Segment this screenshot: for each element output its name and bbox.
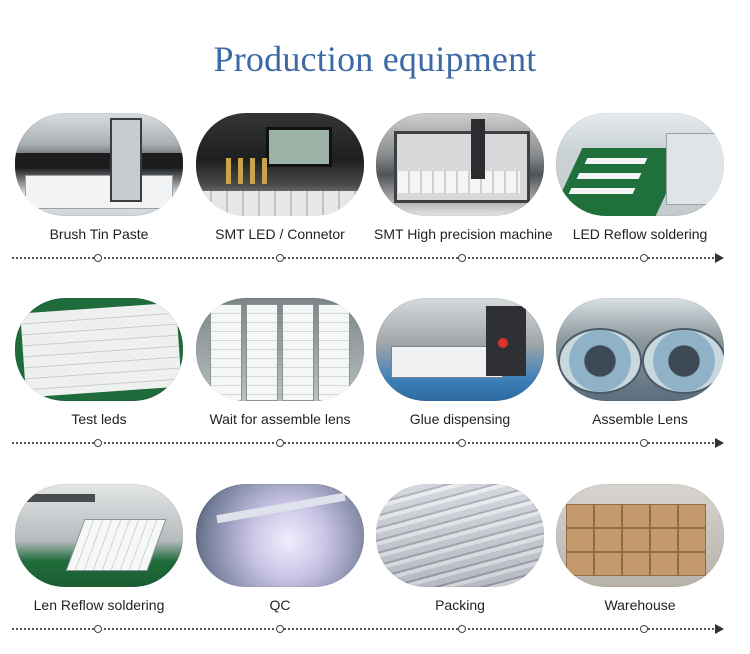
packing-photo — [376, 484, 544, 587]
smt-led-connector-photo — [196, 113, 364, 216]
brush-tin-paste-photo — [15, 113, 183, 216]
arrow-right-icon — [715, 438, 724, 448]
wait-assemble-lens-photo — [196, 298, 364, 401]
process-step: Warehouse — [554, 484, 726, 613]
process-step: SMT LED / Connetor — [194, 113, 366, 242]
len-reflow-photo — [15, 484, 183, 587]
test-leds-photo — [15, 298, 183, 401]
assemble-lens-photo — [556, 298, 724, 401]
process-step: Glue dispensing — [374, 298, 546, 427]
step-caption: Glue dispensing — [409, 411, 511, 427]
warehouse-photo — [556, 484, 724, 587]
process-row-2: Test leds Wait for assemble lens Glue di… — [0, 298, 750, 468]
arrow-right-icon — [715, 624, 724, 634]
step-caption: Brush Tin Paste — [49, 226, 149, 242]
step-caption: Packing — [435, 597, 485, 613]
glue-dispensing-photo — [376, 298, 544, 401]
process-flow-divider — [12, 624, 724, 634]
step-caption: Wait for assemble lens — [209, 411, 351, 427]
step-caption: QC — [269, 597, 291, 613]
step-caption: SMT LED / Connetor — [215, 226, 345, 242]
step-caption: SMT High precision machine — [374, 226, 553, 242]
process-step: QC — [194, 484, 366, 613]
qc-photo — [196, 484, 364, 587]
process-step: Packing — [374, 484, 546, 613]
page-title: Production equipment — [213, 39, 537, 79]
process-step: LED Reflow soldering — [554, 113, 726, 242]
smt-high-precision-photo — [376, 113, 544, 216]
process-step: Wait for assemble lens — [194, 298, 366, 427]
process-step: Assemble Lens — [554, 298, 726, 427]
process-step: Brush Tin Paste — [13, 113, 185, 242]
process-row-3: Len Reflow soldering QC Packing Warehous… — [0, 484, 750, 654]
process-step: Test leds — [13, 298, 185, 427]
step-caption: Len Reflow soldering — [33, 597, 165, 613]
step-caption: LED Reflow soldering — [572, 226, 708, 242]
led-reflow-photo — [556, 113, 724, 216]
process-flow-divider — [12, 253, 724, 263]
arrow-right-icon — [715, 253, 724, 263]
process-flow-divider — [12, 438, 724, 448]
step-caption: Assemble Lens — [592, 411, 688, 427]
process-row-1: Brush Tin Paste SMT LED / Connetor SMT H… — [0, 113, 750, 283]
process-step: Len Reflow soldering — [13, 484, 185, 613]
process-step: SMT High precision machine — [374, 113, 553, 242]
step-caption: Warehouse — [604, 597, 676, 613]
step-caption: Test leds — [71, 411, 127, 427]
